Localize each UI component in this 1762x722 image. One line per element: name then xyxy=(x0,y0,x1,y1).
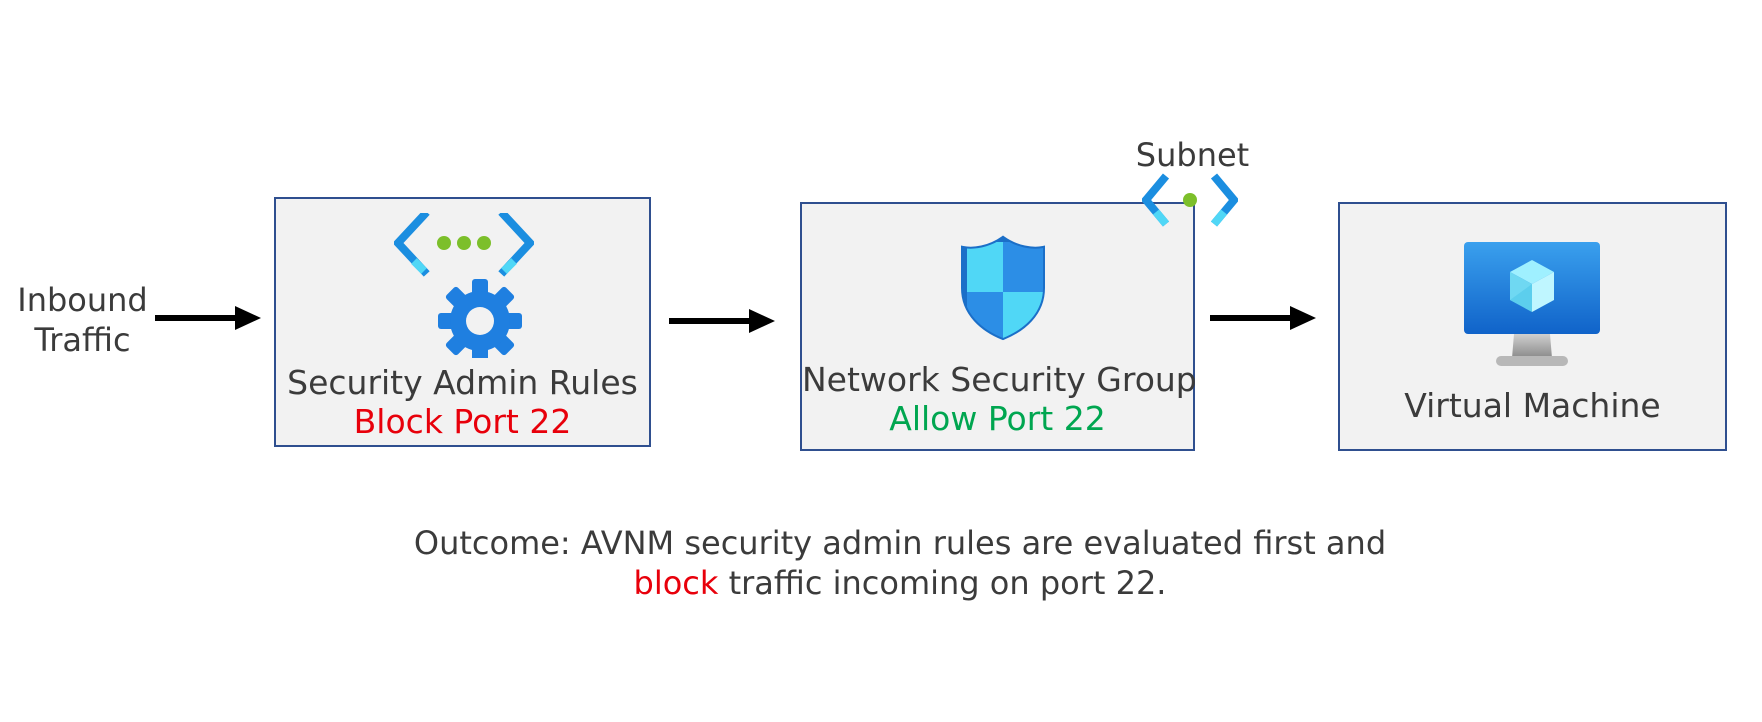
outcome-text: Outcome: AVNM security admin rules are e… xyxy=(300,523,1500,603)
arrow-admin-to-nsg xyxy=(669,309,775,333)
security-admin-rules-box: Security Admin Rules Block Port 22 xyxy=(274,197,651,447)
virtual-machine-box: Virtual Machine xyxy=(1338,202,1727,451)
outcome-line2-rest: traffic incoming on port 22. xyxy=(718,564,1167,602)
shield-icon xyxy=(961,235,1045,341)
allow-port-status: Allow Port 22 xyxy=(889,399,1106,438)
network-security-group-title: Network Security Group xyxy=(802,360,1197,399)
arrow-inbound-to-admin xyxy=(155,306,261,330)
subnet-icon xyxy=(1142,173,1238,227)
virtual-machine-title: Virtual Machine xyxy=(1404,386,1661,425)
outcome-line1: Outcome: AVNM security admin rules are e… xyxy=(413,524,1387,562)
outcome-line2: block traffic incoming on port 22. xyxy=(300,563,1500,603)
arrow-nsg-to-vm xyxy=(1210,306,1316,330)
subnet-label: Subnet xyxy=(1135,136,1250,174)
security-admin-rules-title: Security Admin Rules xyxy=(287,363,638,402)
block-port-status: Block Port 22 xyxy=(353,402,572,441)
network-security-group-box: Network Security Group Allow Port 22 xyxy=(800,202,1197,451)
inbound-traffic-label: Inbound Traffic xyxy=(0,280,165,360)
inbound-line2: Traffic xyxy=(34,321,131,359)
vnet-gear-icon xyxy=(394,213,534,358)
inbound-line1: Inbound xyxy=(17,281,148,319)
outcome-highlight-block: block xyxy=(633,564,719,602)
monitor-icon xyxy=(1464,242,1600,366)
